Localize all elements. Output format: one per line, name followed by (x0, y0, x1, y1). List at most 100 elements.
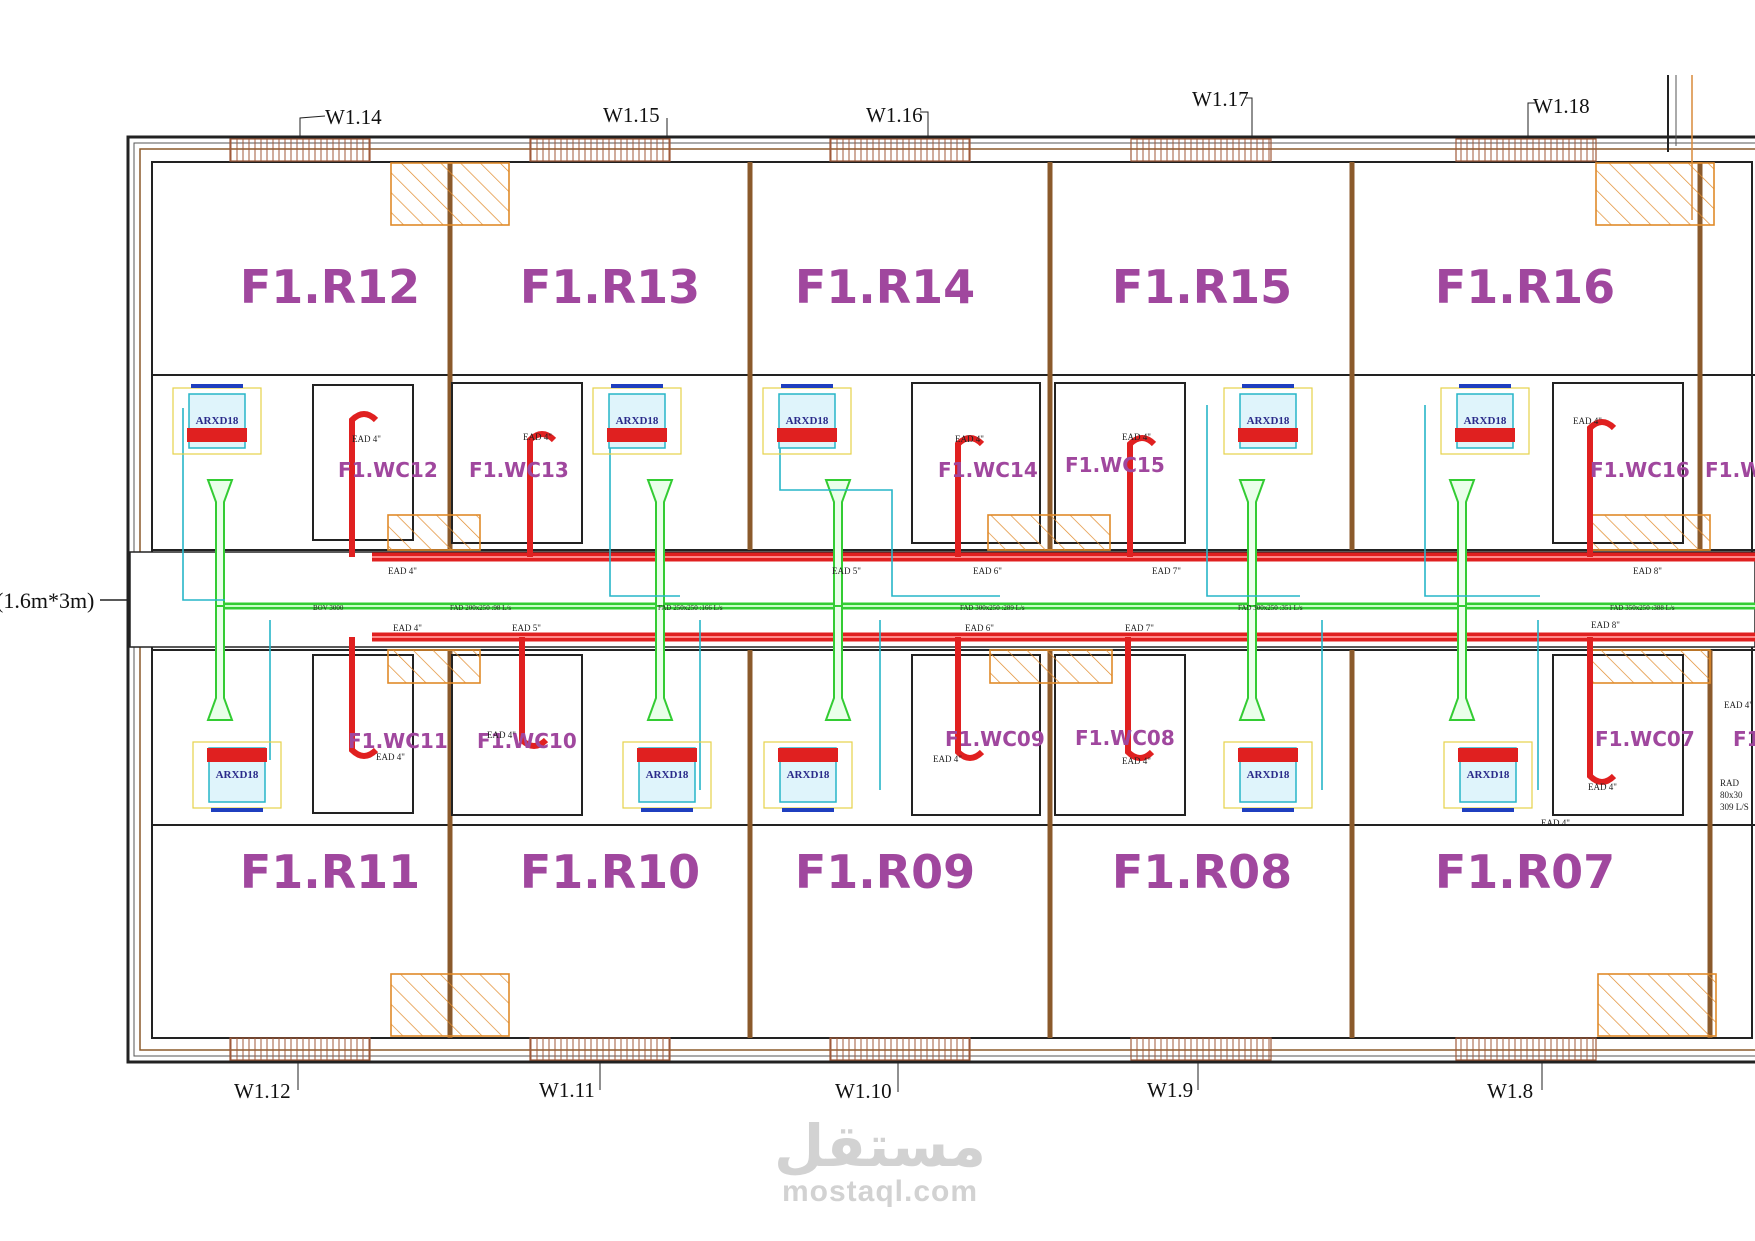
wc-duct-label: EAD 4" (487, 730, 516, 740)
pipe-run (1206, 405, 1300, 597)
rad-label-line: 80x30 (1720, 790, 1743, 800)
unit-grille (781, 384, 833, 388)
wc-box (911, 654, 1041, 816)
unit-grille (1242, 384, 1294, 388)
room-partitions (152, 162, 1755, 1038)
indoor-unit: ARXD18 (172, 384, 262, 455)
wc-label: F1.WC10 (477, 729, 577, 753)
shaft (390, 162, 510, 226)
unit-label: ARXD18 (216, 769, 259, 781)
wc-duct-label: EAD 4" (1541, 818, 1570, 828)
indoor-unit: ARXD18 (592, 384, 682, 455)
window-frame (1455, 1037, 1597, 1061)
wc-label: F1 (1733, 727, 1755, 751)
exhaust-riser (349, 411, 379, 557)
indoor-unit: ARXD18 (192, 741, 282, 812)
wc-duct-labels: EAD 4" EAD 4" EAD 4" EAD 4" EAD 4" EAD 4… (352, 416, 1753, 828)
fad-label: FAD 300x250 :351 L/s (1238, 604, 1303, 612)
shaft (989, 649, 1113, 684)
window-leaders (297, 97, 1543, 1092)
window-label: W1.18 (1533, 94, 1590, 118)
fad-label: FAD 300x250 :289 L/s (960, 604, 1025, 612)
exhaust-riser (955, 637, 985, 761)
room-label: F1.R16 (1435, 260, 1615, 314)
window-frame (529, 138, 671, 162)
wc-labels-top: F1.WC12 F1.WC13 F1.WC14 F1.WC15 F1.WC16 … (338, 453, 1755, 482)
watermark: مستقل mostaql.com (770, 1115, 990, 1207)
wc-label: F1.WC11 (348, 729, 448, 753)
duct-label: EAD 6" (965, 623, 994, 633)
room-label: F1.R11 (240, 845, 420, 899)
exhaust-riser (519, 637, 549, 749)
window-label: W1.10 (835, 1079, 892, 1103)
corridor (100, 551, 1755, 648)
duct-label: EAD 8" (1633, 566, 1662, 576)
watermark-url: mostaql.com (781, 1175, 979, 1208)
indoor-unit: ARXD18 (763, 741, 853, 812)
shaft (1597, 973, 1717, 1037)
wc-label: F1.WC12 (338, 458, 438, 482)
wc-duct-label: EAD 4" (523, 432, 552, 442)
indoor-unit: ARXD18 (1223, 384, 1313, 455)
wc-label: F1.WC14 (938, 458, 1038, 482)
window-frame (829, 1037, 971, 1061)
unit-coil (607, 428, 667, 442)
unit-coil (778, 748, 838, 762)
duct-label: EAD 5" (832, 566, 861, 576)
indoor-unit: ARXD18 (1223, 741, 1313, 812)
window-label: W1.17 (1192, 87, 1249, 111)
duct-label: EAD 7" (1152, 566, 1181, 576)
wc-labels-bottom: F1.WC11 F1.WC10 F1.WC09 F1.WC08 F1.WC07 … (348, 726, 1755, 753)
duct-label: EAD 4" (393, 623, 422, 633)
wc-label: F1.WC09 (945, 727, 1045, 751)
wc-box (1054, 382, 1186, 544)
wc-label: F1.WC15 (1065, 453, 1165, 477)
rad-label-line: RAD (1720, 778, 1740, 788)
wc-duct-label: EAD 4" (352, 434, 381, 444)
unit-label: ARXD18 (196, 415, 239, 427)
window-labels-top: W1.14 W1.15 W1.16 W1.17 W1.18 (325, 87, 1590, 129)
wc-label: F1.W (1705, 458, 1755, 482)
hatched-shafts (387, 162, 1717, 1037)
window-frame (229, 138, 371, 162)
pipe-run (182, 408, 225, 601)
wc-boxes (312, 382, 1684, 816)
window-frame (1130, 1037, 1272, 1061)
shaft (390, 973, 510, 1037)
unit-label: ARXD18 (1464, 415, 1507, 427)
unit-label: ARXD18 (1247, 769, 1290, 781)
unit-label: ARXD18 (1467, 769, 1510, 781)
unit-grille (1459, 384, 1511, 388)
duct-label: EAD 4" (388, 566, 417, 576)
fad-label: BOV 3000 (313, 604, 344, 612)
duct-labels-upper: EAD 4" EAD 5" EAD 6" EAD 7" EAD 8" (388, 566, 1662, 576)
window-frame (529, 1037, 671, 1061)
wc-duct-label: EAD 4" (1122, 432, 1151, 442)
exhaust-riser (527, 431, 557, 557)
exhaust-riser (1587, 419, 1617, 557)
room-label: F1.R08 (1112, 845, 1292, 899)
room-labels-top: F1.R12 F1.R13 F1.R14 F1.R15 F1.R16 (240, 260, 1615, 314)
wc-duct-label: EAD 4" (1122, 756, 1151, 766)
wc-duct-label: EAD 4" (1724, 700, 1753, 710)
duct-label: EAD 8" (1591, 620, 1620, 630)
window-frame (1455, 138, 1597, 162)
window-frame (229, 1037, 371, 1061)
unit-grille (1462, 808, 1514, 812)
indoor-unit: ARXD18 (622, 741, 712, 812)
duct-labels-lower: EAD 4" EAD 5" EAD 6" EAD 7" EAD 8" (393, 620, 1620, 633)
wc-box (911, 382, 1041, 544)
unit-coil (777, 428, 837, 442)
unit-label: ARXD18 (646, 769, 689, 781)
window-label: W1.16 (866, 103, 923, 127)
unit-label: ARXD18 (616, 415, 659, 427)
fresh-air-drop (206, 605, 234, 721)
window-labels-bottom: W1.12 W1.11 W1.10 W1.9 W1.8 (234, 1078, 1533, 1103)
unit-coil (637, 748, 697, 762)
duct-label: EAD 7" (1125, 623, 1154, 633)
shaft (387, 649, 481, 684)
window-label: W1.12 (234, 1079, 291, 1103)
shaft (387, 514, 481, 551)
fresh-air-drop (1238, 605, 1266, 721)
